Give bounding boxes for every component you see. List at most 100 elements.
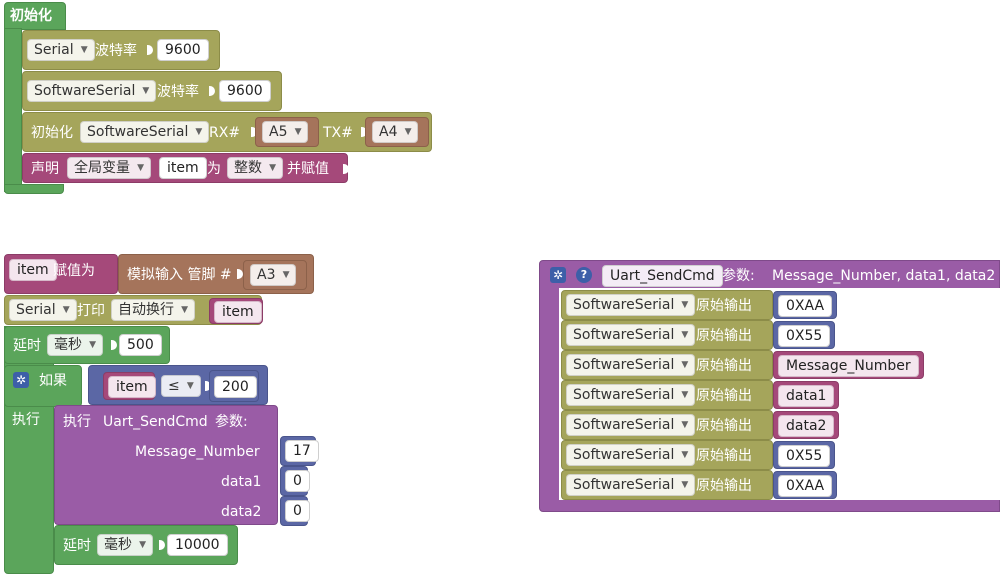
gear-icon[interactable]: ✲ [13, 372, 29, 388]
softserial-baud-input[interactable]: 9600 [219, 80, 271, 102]
param-value-message-number[interactable]: 17 [285, 440, 319, 462]
compare-value-input[interactable]: 200 [214, 376, 257, 398]
param-name-message-number: Message_Number [135, 444, 260, 460]
write-serial-label: SoftwareSerial [573, 387, 675, 403]
param-number-block-1[interactable]: 17 [280, 436, 319, 466]
do-label: 执行 [12, 412, 40, 428]
print-label: 打印 [77, 303, 105, 319]
softserial-init-block[interactable]: 初始化 SoftwareSerial▼ RX# A5▼ TX# A4▼ [22, 112, 432, 152]
serial-print-block[interactable]: Serial▼ 打印 自动换行▼ item [4, 295, 263, 325]
as-label: 为 [207, 161, 221, 177]
compare-number-block[interactable]: 200 [209, 370, 259, 402]
write-label: 原始输出 [696, 328, 752, 344]
call-procedure-block[interactable]: 执行 Uart_SendCmd 参数: Message_Number data1… [54, 405, 278, 525]
write-variable-block[interactable]: data2 [773, 411, 840, 439]
softserial-dropdown[interactable]: SoftwareSerial▼ [27, 80, 157, 102]
raw-write-block[interactable]: SoftwareSerial▼原始输出 [561, 470, 773, 500]
write-serial-dropdown[interactable]: SoftwareSerial▼ [566, 324, 696, 346]
compare-operator-dropdown[interactable]: ≤▼ [161, 375, 201, 397]
write-number-block[interactable]: 0X55 [773, 321, 836, 349]
write-value: data2 [778, 415, 835, 437]
analog-read-block[interactable]: 模拟输入 管脚 # A3▼ [118, 254, 314, 294]
param-value-data2[interactable]: 0 [285, 500, 310, 522]
param-value-data1[interactable]: 0 [285, 470, 310, 492]
print-variable-block[interactable]: item [209, 298, 263, 324]
function-params-label: 参数: [722, 268, 755, 284]
function-name-input[interactable]: Uart_SendCmd [602, 265, 723, 287]
analog-pin-block[interactable]: A3▼ [243, 260, 307, 290]
write-number-block[interactable]: 0XAA [773, 291, 838, 319]
write-value: data1 [778, 385, 835, 407]
delay-block-1[interactable]: 延时 毫秒▼ 500 [4, 326, 170, 364]
write-serial-dropdown[interactable]: SoftwareSerial▼ [566, 414, 696, 436]
raw-write-block[interactable]: SoftwareSerial▼原始输出 [561, 380, 773, 410]
write-number-block[interactable]: 0XAA [773, 471, 838, 499]
raw-write-block[interactable]: SoftwareSerial▼原始输出 [561, 290, 773, 320]
type-dropdown[interactable]: 整数▼ [227, 157, 283, 179]
write-serial-dropdown[interactable]: SoftwareSerial▼ [566, 294, 696, 316]
raw-write-block[interactable]: SoftwareSerial▼原始输出 [561, 440, 773, 470]
write-serial-dropdown[interactable]: SoftwareSerial▼ [566, 474, 696, 496]
raw-write-block[interactable]: SoftwareSerial▼原始输出 [561, 350, 773, 380]
init-softserial-dropdown[interactable]: SoftwareSerial▼ [80, 121, 210, 143]
softserial-baud-block[interactable]: SoftwareSerial▼ 波特率 9600 [22, 71, 282, 111]
rx-pin-block[interactable]: A5▼ [255, 117, 319, 147]
write-variable-block[interactable]: data1 [773, 381, 840, 409]
variable-name-input[interactable]: item [159, 157, 207, 179]
assign-variable-block[interactable]: item 赋值为 [4, 254, 118, 294]
rx-pin-value: A5 [269, 124, 288, 140]
scope-dropdown[interactable]: 全局变量▼ [67, 157, 151, 179]
analog-pin-dropdown[interactable]: A3▼ [250, 264, 297, 286]
write-label: 原始输出 [696, 478, 752, 494]
tx-label: TX# [323, 125, 353, 141]
serial-baud-block[interactable]: Serial▼ 波特率 9600 [22, 30, 220, 70]
write-serial-dropdown[interactable]: SoftwareSerial▼ [566, 444, 696, 466]
param-name-data1: data1 [221, 474, 262, 490]
declare-variable-block[interactable]: 声明 全局变量▼ item 为 整数▼ 并赋值 [22, 153, 349, 183]
delay-unit-dropdown[interactable]: 毫秒▼ [47, 334, 103, 356]
print-serial-dropdown[interactable]: Serial▼ [9, 299, 77, 321]
write-serial-dropdown[interactable]: SoftwareSerial▼ [566, 384, 696, 406]
raw-write-block[interactable]: SoftwareSerial▼原始输出 [561, 320, 773, 350]
delay-block-2[interactable]: 延时 毫秒▼ 10000 [54, 525, 238, 565]
help-icon[interactable]: ? [576, 267, 592, 283]
rx-pin-dropdown[interactable]: A5▼ [262, 121, 309, 143]
input-socket [205, 381, 211, 391]
write-label: 原始输出 [696, 298, 752, 314]
chevron-down-icon: ▼ [282, 270, 290, 280]
write-value: Message_Number [778, 355, 919, 377]
raw-write-block[interactable]: SoftwareSerial▼原始输出 [561, 410, 773, 440]
print-mode-dropdown[interactable]: 自动换行▼ [111, 299, 195, 321]
tx-pin-block[interactable]: A4▼ [365, 117, 429, 147]
param-number-block-2[interactable]: 0 [280, 466, 310, 496]
tx-pin-dropdown[interactable]: A4▼ [372, 121, 419, 143]
write-variable-block[interactable]: Message_Number [773, 351, 924, 379]
chevron-down-icon: ▼ [404, 127, 412, 137]
setup-block[interactable] [4, 2, 66, 30]
compare-variable-block[interactable]: item [103, 372, 156, 400]
write-value[interactable]: 0X55 [778, 445, 831, 467]
write-value[interactable]: 0XAA [778, 475, 833, 497]
if-block[interactable]: ✲ 如果 [4, 365, 82, 407]
delay-value-input[interactable]: 500 [119, 334, 162, 356]
compare-block[interactable]: item ≤▼ 200 [88, 365, 268, 405]
delay-value-input[interactable]: 10000 [167, 534, 228, 556]
assign-variable-name[interactable]: item [9, 259, 57, 281]
setup-title: 初始化 [10, 8, 52, 24]
write-value[interactable]: 0X55 [778, 325, 831, 347]
write-number-block[interactable]: 0X55 [773, 441, 836, 469]
chevron-down-icon: ▼ [62, 305, 70, 315]
delay-unit-dropdown[interactable]: 毫秒▼ [97, 534, 153, 556]
chevron-down-icon: ▼ [181, 305, 188, 315]
write-serial-dropdown[interactable]: SoftwareSerial▼ [566, 354, 696, 376]
serial-baud-input[interactable]: 9600 [157, 39, 209, 61]
print-variable-name: item [214, 301, 262, 323]
write-label: 原始输出 [696, 418, 752, 434]
param-number-block-3[interactable]: 0 [280, 496, 310, 526]
compare-variable-name: item [108, 376, 156, 398]
gear-icon[interactable]: ✲ [550, 267, 566, 283]
input-socket [237, 269, 243, 279]
write-serial-label: SoftwareSerial [573, 447, 675, 463]
write-value[interactable]: 0XAA [778, 295, 833, 317]
serial-dropdown[interactable]: Serial▼ [27, 39, 95, 61]
